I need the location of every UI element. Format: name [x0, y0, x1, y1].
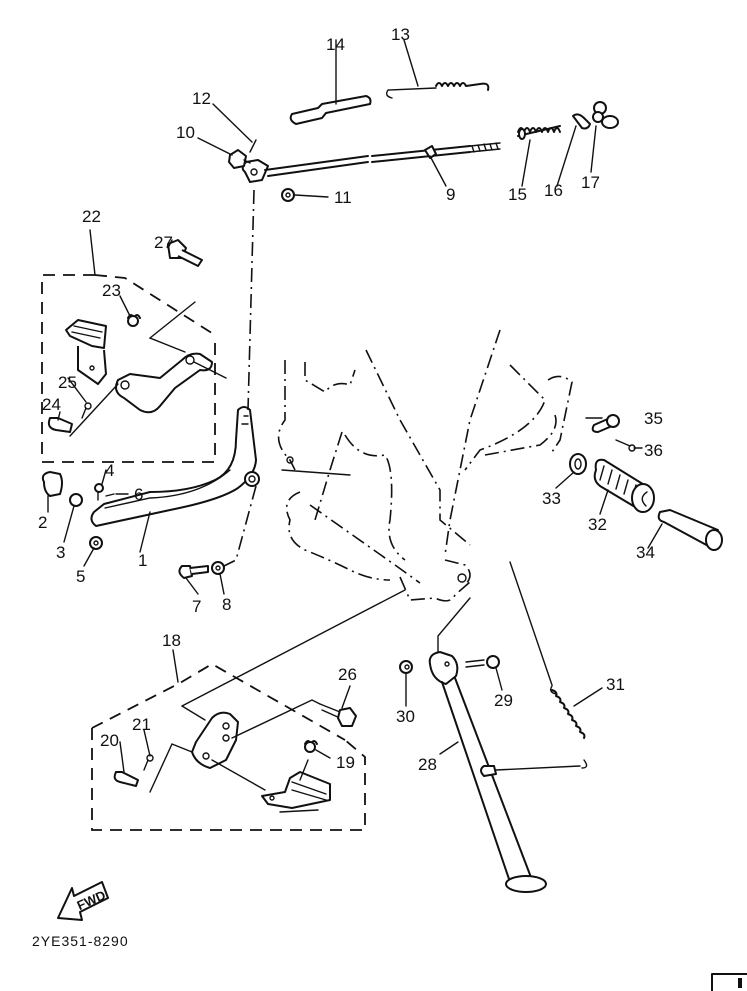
cotter-pin-6: [105, 493, 115, 497]
pivot-axis-line-lower: [223, 485, 257, 567]
bolt-27: [167, 239, 203, 267]
callout-4: 4: [105, 461, 114, 480]
callout-26: 26: [338, 665, 357, 684]
brake-rod: [241, 142, 501, 183]
callout-leaders: [47, 39, 663, 773]
pin-4: [94, 483, 104, 501]
pivot-axis-line: [247, 189, 255, 411]
bolt-29: [465, 655, 500, 669]
callout-12: 12: [192, 89, 211, 108]
sidestand-28: [428, 597, 581, 893]
callout-18: 18: [162, 631, 181, 650]
callout-21: 21: [132, 715, 151, 734]
brake-pedal-1: [90, 406, 260, 527]
callout-23: 23: [102, 281, 121, 300]
washer-5: [89, 536, 103, 550]
callout-14: 14: [326, 35, 345, 54]
washer-33: [569, 453, 587, 475]
callout-30: 30: [396, 707, 415, 726]
callout-13: 13: [391, 25, 410, 44]
pin-34: [657, 509, 723, 551]
callout-35: 35: [644, 409, 663, 428]
grip-32: [593, 458, 655, 513]
callout-11: 11: [334, 188, 352, 207]
callout-6: 6: [134, 485, 143, 504]
compression-spring-15: [517, 125, 561, 140]
return-spring-13: [385, 82, 490, 99]
callout-25: 25: [58, 373, 77, 392]
nut-30: [399, 660, 413, 674]
callout-29: 29: [494, 691, 513, 710]
callout-34: 34: [636, 543, 655, 562]
callout-27: 27: [154, 233, 173, 252]
callout-3: 3: [56, 543, 65, 562]
callout-28: 28: [418, 755, 437, 774]
callout-36: 36: [644, 441, 663, 460]
callout-19: 19: [336, 753, 355, 772]
callout-9: 9: [446, 185, 455, 204]
bolt-7: [178, 565, 209, 579]
callout-7: 7: [192, 597, 201, 616]
callout-5: 5: [76, 567, 85, 586]
pin-16: [572, 113, 591, 130]
callout-1: 1: [138, 551, 147, 570]
callout-33: 33: [542, 489, 561, 508]
bolt-26: [319, 703, 357, 727]
pin-10: [228, 149, 251, 169]
drawing-code: 2YE351-8290: [32, 933, 129, 949]
footrest-assembly-22: [41, 229, 227, 463]
callout-17: 17: [581, 173, 600, 192]
shaft-14: [289, 95, 372, 125]
nut-3: [69, 493, 83, 507]
callout-2: 2: [38, 513, 47, 532]
callout-8: 8: [222, 595, 231, 614]
callout-22: 22: [82, 207, 101, 226]
fwd-label: FWD: [75, 887, 108, 913]
callout-20: 20: [100, 731, 119, 750]
adjusting-nut-17: [592, 101, 619, 129]
callout-24: 24: [42, 395, 61, 414]
cotter-pin-36: [615, 439, 631, 447]
cotter-pin-12: [249, 139, 257, 153]
callout-31: 31: [606, 675, 625, 694]
washer-8: [211, 561, 225, 575]
page-corner-mark: [711, 973, 747, 991]
footrest-assembly-18: [91, 589, 406, 831]
washer-11: [281, 188, 295, 202]
callout-labels: 1 2 3 4 5 6 7 8 9 10 11 12 13 14 15 16 1…: [38, 25, 663, 774]
frame-outline: [277, 329, 573, 602]
callout-32: 32: [588, 515, 607, 534]
spring-31: [509, 561, 588, 769]
pedal-tip-2: [41, 471, 63, 497]
fwd-arrow-icon: FWD: [57, 881, 109, 921]
callout-16: 16: [544, 181, 563, 200]
callout-10: 10: [176, 123, 195, 142]
pin-35: [591, 414, 620, 433]
callout-15: 15: [508, 185, 527, 204]
